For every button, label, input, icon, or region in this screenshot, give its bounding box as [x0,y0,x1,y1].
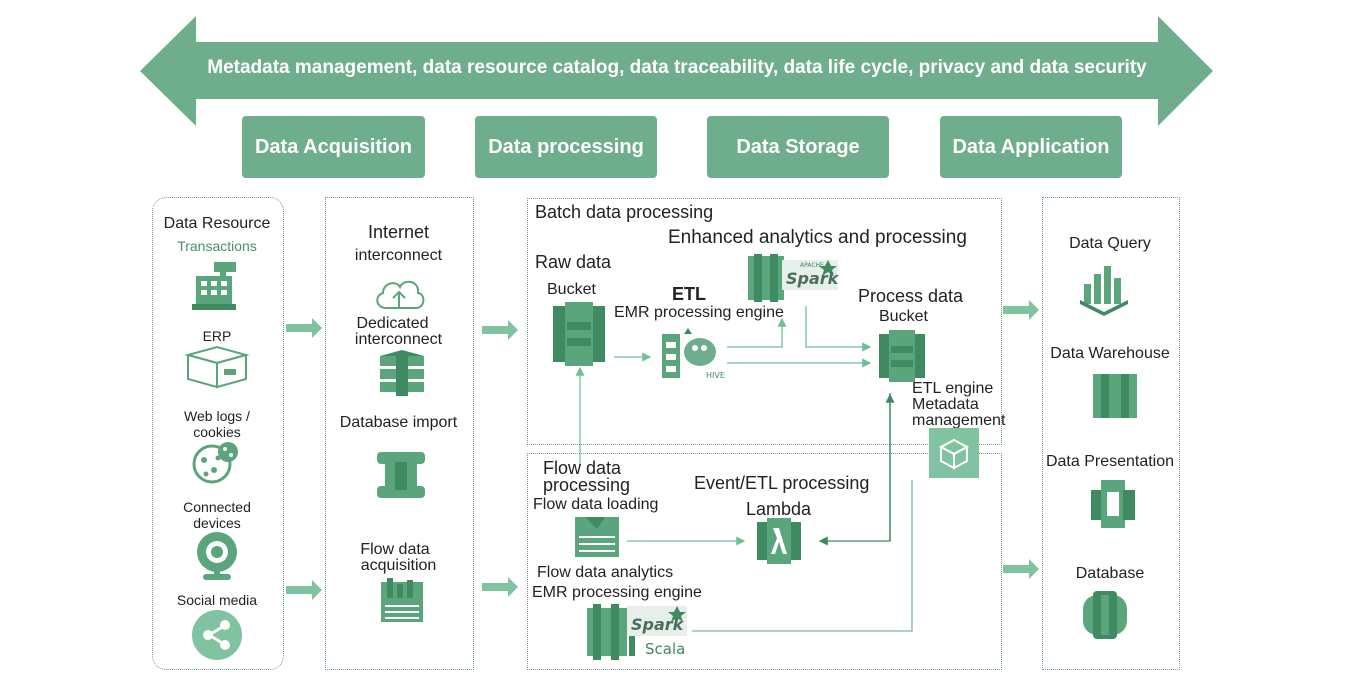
process-bucket-label: Bucket [879,308,928,325]
kinesis-icon [381,578,423,622]
flow-loading-label: Flow data loading [533,496,659,513]
data-presentation-icon [1091,480,1135,528]
dedicated-interconnect-label: interconnect [354,331,443,348]
management-label: management [912,412,1006,429]
batch-title: Batch data processing [535,202,714,222]
etl-engine-label: ETL engine [912,380,994,397]
scala-text: Scala [645,640,685,658]
cash-register-icon [192,262,236,310]
stage-data-processing: Data processing [475,116,657,178]
flow-acquisition-label: acquisition [360,557,437,574]
database-icon [1083,591,1127,639]
process-data-label: Process data [858,286,964,306]
internet-label: Internet [367,222,430,242]
stage-data-storage: Data Storage [707,116,889,178]
flow-processing-title-1: Flow data [543,458,622,478]
share-icon [192,610,242,660]
devices-label: devices [193,515,241,531]
web-logs-label: Web logs / [184,408,250,424]
social-media-label: Social media [176,592,258,608]
direct-connect-icon [380,350,424,396]
flow-analytics-label: Flow data analytics [537,564,674,581]
raw-data-label: Raw data [535,252,612,272]
event-etl-label: Event/ETL processing [694,473,870,493]
metadata-label: Metadata [912,396,979,413]
connected-label: Connected [183,499,251,515]
etl-label: ETL [672,284,706,304]
enhanced-analytics-label: Enhanced analytics and processing [668,227,967,248]
banner-text: Metadata management, data resource catal… [207,57,1147,78]
data-presentation-label: Data Presentation [1045,453,1175,470]
stage-data-application: Data Application [940,116,1122,178]
spark-text: Spark [786,269,840,288]
hive-emr-icon: HIVE [662,328,725,380]
lambda-icon [757,518,801,564]
batch-processing-panel [527,198,1002,445]
raw-bucket-icon [553,302,605,366]
webcam-icon [197,532,237,580]
lambda-label: Lambda [746,499,812,519]
process-bucket-icon [879,330,925,382]
erp-label: ERP [202,328,232,344]
dedicated-label: Dedicated [356,315,429,332]
hive-text: HIVE [706,371,725,380]
banner-arrow [140,16,1213,126]
cookie-icon [192,442,238,484]
raw-bucket-label: Bucket [547,281,596,298]
kinesis-firehose-icon [575,517,619,557]
spark-scala-icon: Spark Scala [587,604,687,660]
flow-data-label: Flow data [360,541,430,558]
data-query-label: Data Query [1069,235,1151,252]
spark-flow-text: Spark [631,615,685,634]
transactions-label: Transactions [177,238,257,254]
data-warehouse-icon [1093,374,1137,418]
data-resource-title: Data Resource [163,215,271,232]
data-warehouse-label: Data Warehouse [1050,345,1170,362]
database-import-icon [377,452,425,498]
database-import-label: Database import [339,414,458,431]
cookies-label: cookies [193,424,241,440]
cloud-upload-icon [376,280,425,309]
glue-cube-icon [929,428,979,478]
database-label: Database [1075,565,1145,582]
data-query-icon [1080,266,1128,316]
spark-icon: APACHE Spark [748,254,840,302]
spark-apache-text: APACHE [800,262,824,269]
box-icon [184,345,250,389]
data-sources-panel [152,197,284,670]
flow-processing-title-2: processing [543,475,631,495]
stage-data-acquisition: Data Acquisition [242,116,425,178]
emr-engine-label: EMR processing engine [614,304,784,321]
interconnect-label: interconnect [354,247,443,264]
flow-emr-label: EMR processing engine [532,584,702,601]
